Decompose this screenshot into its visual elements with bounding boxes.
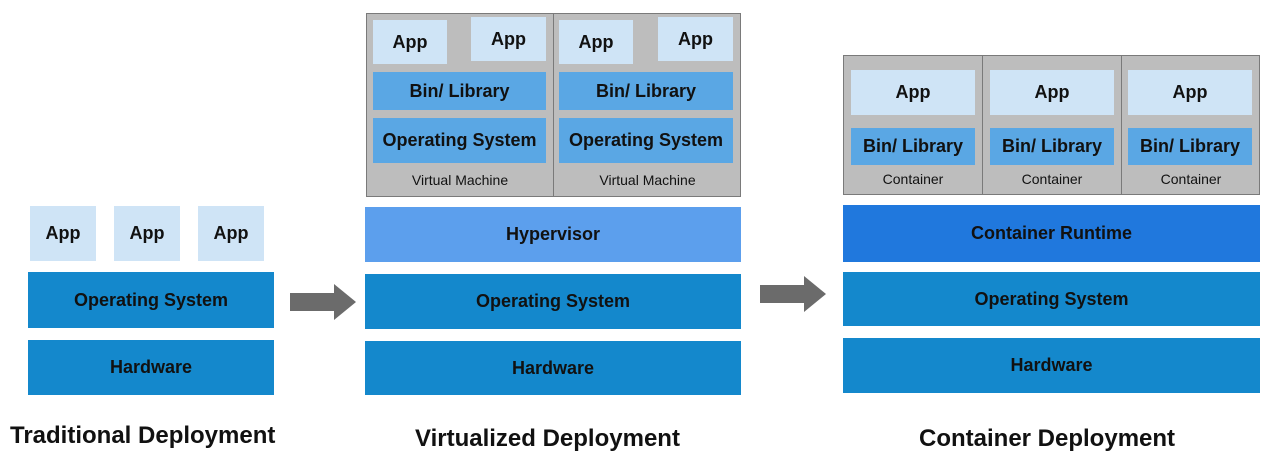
vm2-label: Virtual Machine	[599, 172, 696, 188]
traditional-deployment-title: Traditional Deployment	[10, 422, 276, 449]
vm1-label: Virtual Machine	[411, 172, 509, 188]
container3-bin-library: Bin/ Library	[1128, 128, 1252, 165]
container1-label: Container	[882, 171, 944, 187]
traditional-app-3: App	[198, 206, 264, 261]
vm1-app-2: App	[471, 17, 546, 61]
arrow-right-icon	[760, 276, 826, 312]
virtualized-hardware: Hardware	[365, 341, 741, 395]
vm1-bin-library: Bin/ Library	[373, 72, 546, 110]
traditional-app-2: App	[114, 206, 180, 261]
vm2-bin-library: Bin/ Library	[559, 72, 733, 110]
container-deployment-title: Container Deployment	[919, 425, 1176, 452]
container-hardware: Hardware	[843, 338, 1260, 393]
virtualized-deployment-title: Virtualized Deployment	[415, 425, 680, 452]
container2-label: Container	[1021, 171, 1083, 187]
container1-bin-library: Bin/ Library	[851, 128, 975, 165]
traditional-operating-system: Operating System	[28, 272, 274, 328]
container1-app: App	[851, 70, 975, 115]
container-runtime: Container Runtime	[843, 205, 1260, 262]
vm2-app-2: App	[658, 17, 733, 61]
vm1-operating-system: Operating System	[373, 118, 546, 163]
container2-bin-library: Bin/ Library	[990, 128, 1114, 165]
container-operating-system: Operating System	[843, 272, 1260, 326]
vm1-app-1: App	[373, 20, 447, 64]
container2-app: App	[990, 70, 1114, 115]
container3-app: App	[1128, 70, 1252, 115]
container-divider-1	[982, 55, 983, 195]
traditional-app-1: App	[30, 206, 96, 261]
container-divider-2	[1121, 55, 1122, 195]
vm2-operating-system: Operating System	[559, 118, 733, 163]
container3-label: Container	[1160, 171, 1222, 187]
traditional-hardware: Hardware	[28, 340, 274, 395]
vm-divider	[553, 13, 554, 197]
arrow-right-icon	[290, 284, 356, 320]
virtualized-operating-system: Operating System	[365, 274, 741, 329]
vm2-app-1: App	[559, 20, 633, 64]
hypervisor: Hypervisor	[365, 207, 741, 262]
